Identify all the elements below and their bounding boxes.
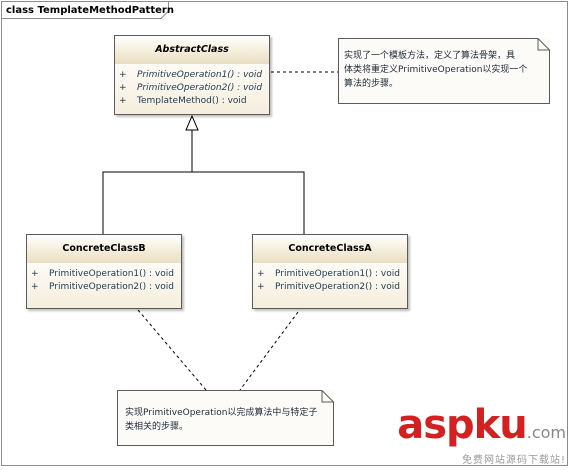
class-abstract-name: AbstractClass: [155, 44, 229, 55]
operation-item: + PrimitiveOperation1() : void: [257, 269, 400, 279]
watermark: aspku.com 免费网站源码下载站!: [397, 405, 566, 466]
visibility-marker: +: [119, 70, 127, 80]
class-concrete-a-name: ConcreteClassA: [288, 243, 372, 254]
class-concrete-b-header: ConcreteClassB: [27, 235, 181, 264]
frame-tab-outline: [1, 1, 169, 19]
visibility-marker: +: [31, 269, 39, 279]
note-bottom-outline: [117, 390, 334, 446]
generalization-line-a: [192, 171, 305, 234]
watermark-subtitle: 免费网站源码下载站!: [461, 455, 566, 466]
note-top-line: 实现了一个模板方法，定义了算法骨架，具: [344, 51, 516, 61]
operation-item: + PrimitiveOperation1() : void: [119, 70, 262, 80]
note-bottom-line: 类相关的步骤。: [125, 422, 189, 432]
note-anchor-bottom-b: [137, 309, 207, 391]
generalization-line-b: [102, 130, 193, 234]
class-concrete-a-header: ConcreteClassA: [253, 235, 407, 264]
watermark-logo-b: ku: [473, 402, 528, 448]
visibility-marker: +: [119, 83, 127, 93]
operation-item: + PrimitiveOperation2() : void: [257, 282, 400, 292]
class-abstract-header: AbstractClass: [115, 36, 269, 65]
operation-signature: TemplateMethod() : void: [137, 96, 247, 106]
note-bottom-text: 实现PrimitiveOperation以完成算法中与特定子 类相关的步骤。: [125, 406, 317, 434]
visibility-marker: +: [31, 282, 39, 292]
operation-item: + PrimitiveOperation1() : void: [31, 269, 174, 279]
operation-signature: PrimitiveOperation2() : void: [137, 83, 263, 93]
class-concrete-b-operations: + PrimitiveOperation1() : void + Primitive…: [27, 263, 181, 308]
generalization-arrowhead: [185, 114, 199, 131]
note-bottom[interactable]: 实现PrimitiveOperation以完成算法中与特定子 类相关的步骤。: [117, 390, 334, 446]
operation-item: + TemplateMethod() : void: [119, 96, 247, 106]
note-top-line: 算法的步骤。: [344, 79, 399, 89]
visibility-marker: +: [257, 282, 265, 292]
class-concrete-b[interactable]: ConcreteClassB + PrimitiveOperation1() : …: [26, 234, 182, 309]
watermark-logo-a: asp: [397, 402, 474, 448]
operation-item: + PrimitiveOperation2() : void: [119, 83, 262, 93]
operation-item: + PrimitiveOperation2() : void: [31, 282, 174, 292]
frame-name: TemplateMethodPattern: [37, 5, 174, 16]
watermark-logo: aspku.com: [397, 405, 566, 453]
visibility-marker: +: [257, 269, 265, 279]
operation-signature: PrimitiveOperation2() : void: [49, 282, 174, 292]
frame-keyword: class: [6, 5, 35, 16]
operation-signature: PrimitiveOperation1() : void: [49, 269, 174, 279]
visibility-marker: +: [119, 96, 127, 106]
note-top-text: 实现了一个模板方法，定义了算法骨架，具 体类将重定义PrimitiveOpera…: [344, 49, 527, 91]
operation-signature: PrimitiveOperation1() : void: [137, 70, 263, 80]
note-top-outline: [338, 38, 550, 104]
note-top[interactable]: 实现了一个模板方法，定义了算法骨架，具 体类将重定义PrimitiveOpera…: [338, 38, 550, 104]
class-abstract[interactable]: AbstractClass + PrimitiveOperation1() : v…: [114, 35, 270, 115]
operation-signature: PrimitiveOperation1() : void: [275, 269, 400, 279]
note-top-line: 体类将重定义PrimitiveOperation以实现一个: [344, 65, 528, 75]
class-concrete-a-operations: + PrimitiveOperation1() : void + Primitive…: [253, 263, 407, 308]
watermark-logo-c: .com: [526, 423, 566, 442]
class-abstract-operations: + PrimitiveOperation1() : void + Primitive…: [115, 64, 269, 114]
frame-label-tab: class TemplateMethodPattern: [1, 1, 174, 19]
frame-title: class TemplateMethodPattern: [6, 5, 174, 16]
note-anchor-bottom-a: [239, 311, 299, 391]
class-concrete-a[interactable]: ConcreteClassA + PrimitiveOperation1() : …: [252, 234, 408, 309]
note-bottom-line: 实现PrimitiveOperation以完成算法中与特定子: [125, 408, 318, 418]
operation-signature: PrimitiveOperation2() : void: [275, 282, 400, 292]
class-concrete-b-name: ConcreteClassB: [62, 243, 146, 254]
